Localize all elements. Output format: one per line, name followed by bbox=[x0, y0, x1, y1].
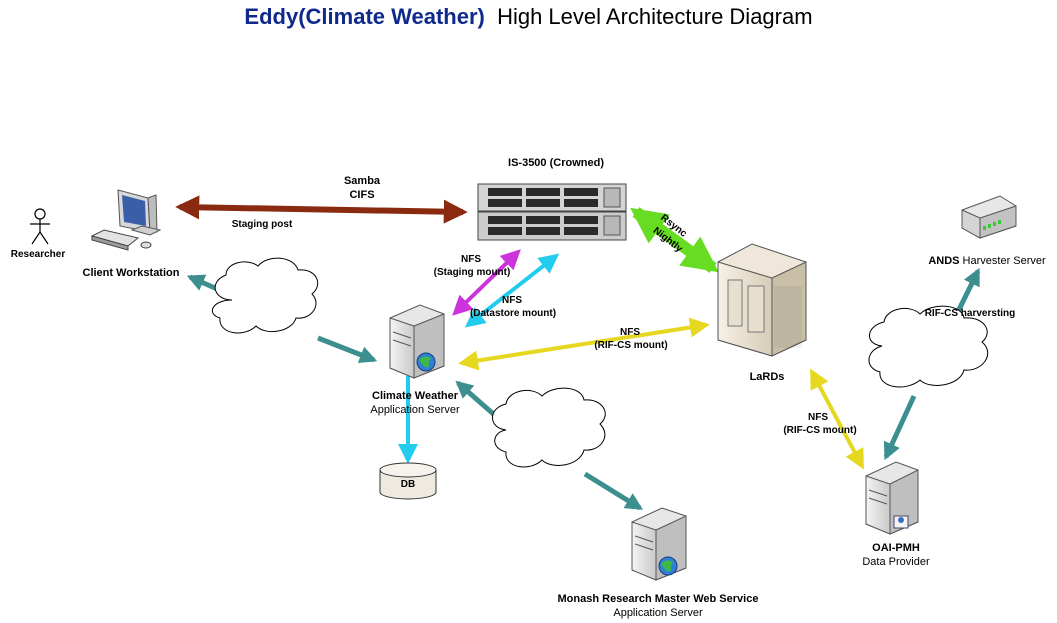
lards-label: LaRDs bbox=[750, 371, 785, 383]
network-cloud-left bbox=[211, 257, 319, 334]
ands-label: ANDS Harvester Server bbox=[928, 255, 1046, 267]
ands-name: ANDS bbox=[928, 255, 959, 267]
diagram-title: Eddy(Climate Weather) High Level Archite… bbox=[0, 4, 1057, 30]
monash-role-label: Application Server bbox=[613, 607, 703, 619]
nfs-staging-mount-label: (Staging mount) bbox=[434, 267, 511, 278]
ands-harvester-icon bbox=[961, 195, 1017, 239]
db-label: DB bbox=[401, 479, 415, 490]
samba-label: Samba bbox=[344, 175, 381, 187]
rifcs-harvesting-label: RIF-CS harversting bbox=[925, 308, 1016, 319]
nfs-lards-oai-arrow bbox=[810, 368, 864, 470]
cifs-label: CIFS bbox=[349, 189, 374, 201]
title-system: Eddy(Climate Weather) bbox=[244, 4, 485, 29]
nfs-rifcs-mount-label: (RIF-CS mount) bbox=[594, 340, 667, 351]
data-provider-label: Data Provider bbox=[862, 556, 930, 568]
nfs-rifcs-arrow bbox=[458, 317, 710, 371]
link-cloud2-monash bbox=[583, 471, 643, 511]
samba-cifs-arrow bbox=[175, 195, 468, 224]
monash-server-icon bbox=[631, 507, 687, 581]
nfs-rifcs-label: NFS bbox=[620, 327, 640, 338]
network-cloud-middle bbox=[492, 387, 606, 468]
workstation-icon bbox=[90, 189, 162, 251]
title-subtitle: High Level Architecture Diagram bbox=[497, 4, 813, 29]
nfs-datastore-arrow bbox=[464, 253, 560, 328]
oai-pmh-label: OAI-PMH bbox=[872, 542, 920, 554]
lards-server-icon bbox=[717, 243, 807, 357]
rsync-arrow bbox=[630, 207, 719, 273]
storage-array-icon bbox=[477, 183, 627, 241]
nfs-datastore-mount-label: (Datastore mount) bbox=[470, 308, 556, 319]
database-icon bbox=[379, 462, 437, 500]
oai-server-icon bbox=[865, 461, 919, 535]
ands-role: Harvester Server bbox=[963, 255, 1046, 267]
nfs-staging-label: NFS bbox=[461, 254, 481, 265]
researcher-label: Researcher bbox=[11, 249, 66, 260]
client-workstation-label: Client Workstation bbox=[83, 267, 180, 279]
nfs-lards-label: NFS bbox=[808, 412, 828, 423]
app-server-role-label: Application Server bbox=[370, 404, 460, 416]
storage-label: IS-3500 (Crowned) bbox=[508, 157, 604, 169]
app-server-name-label: Climate Weather bbox=[372, 390, 459, 402]
staging-post-label: Staging post bbox=[232, 219, 293, 230]
app-server-icon bbox=[389, 304, 445, 379]
researcher-icon bbox=[30, 208, 50, 245]
monash-service-label: Monash Research Master Web Service bbox=[558, 593, 759, 605]
link-cloud1-app bbox=[317, 335, 378, 364]
nfs-lards-mount-label: (RIF-CS mount) bbox=[783, 425, 856, 436]
network-cloud-right bbox=[868, 305, 989, 388]
link-cloud3-oai bbox=[883, 394, 917, 461]
nfs-datastore-label: NFS bbox=[502, 295, 522, 306]
